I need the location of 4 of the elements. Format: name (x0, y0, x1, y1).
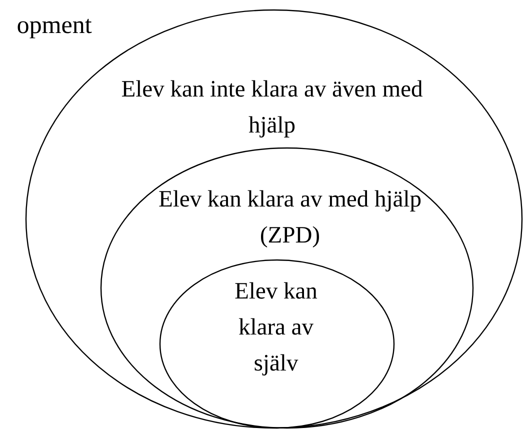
ellipse-label: Elev kan klara av själv (235, 282, 318, 376)
title-text: opment (18, 18, 92, 38)
ellipse-label: Elev kan klara av med hjälp (ZPD) (159, 190, 421, 248)
ellipse-label: Elev kan inte klara av även med hjälp (122, 80, 422, 138)
